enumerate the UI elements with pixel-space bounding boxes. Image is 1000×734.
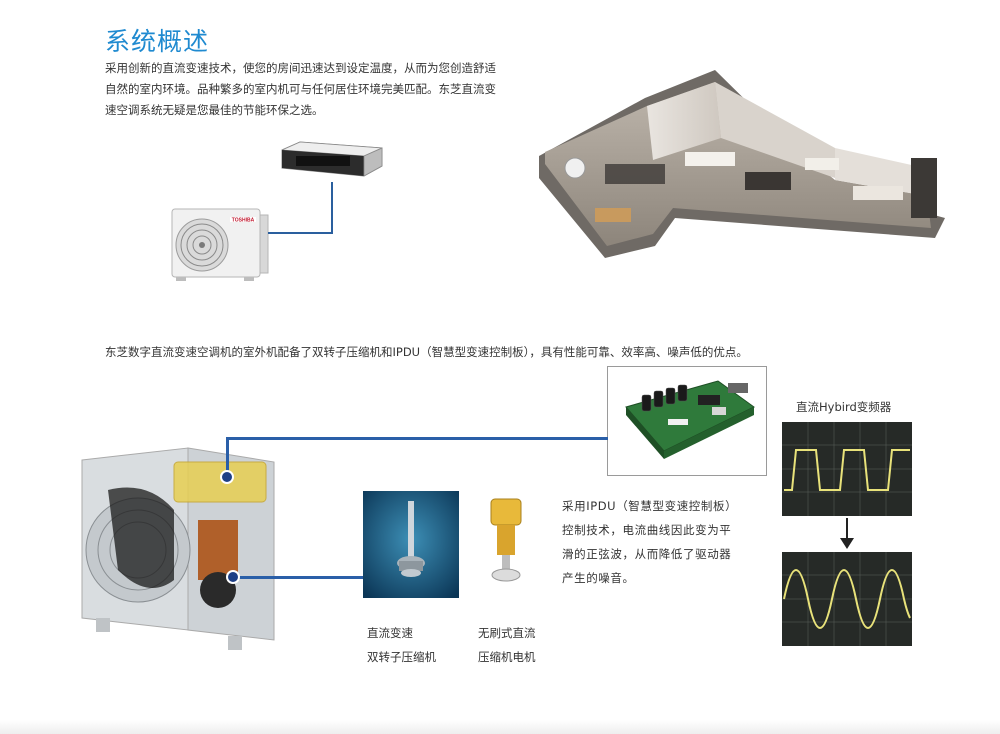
sine-waveform-scope-image	[782, 552, 912, 646]
brushless-dc-motor-photo	[469, 491, 543, 598]
square-waveform-scope-image	[782, 422, 912, 516]
compressor-marker-dot	[226, 570, 240, 584]
oscilloscope-label: 直流Hybird变频器	[796, 400, 892, 414]
ipdu-board-photo	[607, 366, 767, 476]
pcb-connector-line-vertical	[226, 437, 229, 477]
compressor-caption-line1: 直流变速	[367, 626, 413, 640]
compressor-connector-line	[233, 576, 363, 579]
pcb-connector-line-horizontal	[226, 437, 608, 440]
connection-pipe-horizontal	[268, 232, 333, 234]
motor-caption-line2: 压缩机电机	[478, 650, 536, 664]
arrow-down-icon	[840, 518, 854, 549]
ducted-indoor-unit-image	[281, 141, 383, 177]
outdoor-unit-image: TOSHIBA	[171, 208, 269, 281]
ipdu-description: 采用IPDU（智慧型变速控制板）控制技术，电流曲线因此变为平滑的正弦波，从而降低…	[562, 499, 738, 585]
connection-pipe-vertical	[331, 182, 333, 234]
motor-caption-line1: 无刷式直流	[478, 626, 536, 640]
twin-rotary-compressor-photo	[363, 491, 459, 598]
intro-paragraph: 采用创新的直流变速技术，使您的房间迅速达到设定温度，从而为您创造舒适自然的室内环…	[105, 61, 496, 117]
footer-band	[0, 720, 1000, 734]
compressor-caption-line2: 双转子压缩机	[367, 650, 436, 664]
pcb-marker-dot	[220, 470, 234, 484]
outdoor-unit-cutaway-image	[81, 447, 275, 650]
toshiba-logo: TOSHIBA	[232, 218, 255, 224]
circuit-board-image	[625, 380, 755, 459]
page-title: 系统概述	[105, 27, 210, 56]
house-cutaway-image	[539, 70, 945, 258]
technology-sentence: 东芝数字直流变速空调机的室外机配备了双转子压缩机和IPDU（智慧型变速控制板），…	[105, 345, 748, 359]
